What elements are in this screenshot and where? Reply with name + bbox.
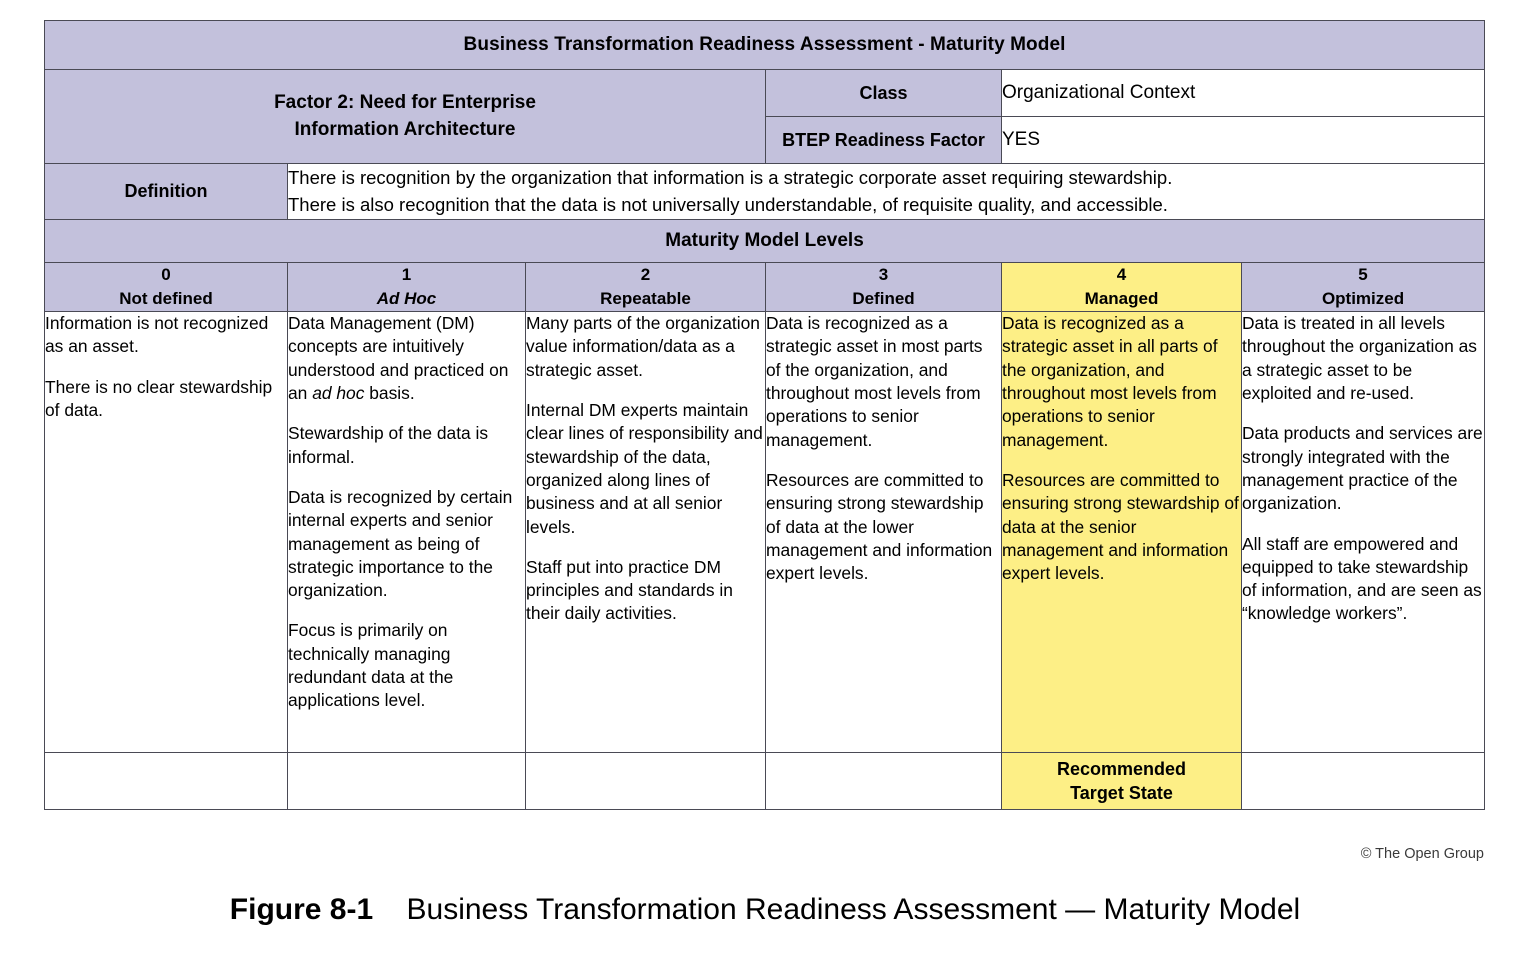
level-description-5: Data is treated in all levels throughout… <box>1240 311 1486 753</box>
maturity-model-table: Business Transformation Readiness Assess… <box>43 20 1486 810</box>
table-row-btep: BTEP Readiness Factor YES <box>45 116 1486 164</box>
level-number: 3 <box>878 264 889 284</box>
description-paragraph: Internal DM experts maintain clear lines… <box>526 399 763 537</box>
description-paragraph: Resources are committed to ensuring stro… <box>1002 469 1239 584</box>
level-name: Optimized <box>1321 288 1405 308</box>
btep-readiness-factor-value: YES <box>1000 116 1486 164</box>
description-paragraph: Many parts of the organization value inf… <box>526 313 760 380</box>
level-number: 1 <box>401 264 412 284</box>
table-row-factor-class: Factor 2: Need for Enterprise Informatio… <box>44 69 1486 164</box>
level-header-1: 1 Ad Hoc <box>287 261 526 313</box>
btep-readiness-factor-label: BTEP Readiness Factor <box>765 116 1002 164</box>
factor-title: Factor 2: Need for Enterprise Informatio… <box>44 69 766 164</box>
target-state-line-1: Recommended <box>1056 758 1187 779</box>
level-name: Defined <box>852 288 915 308</box>
level-name: Repeatable <box>600 288 691 308</box>
table-row-title: Business Transformation Readiness Assess… <box>43 20 1486 70</box>
maturity-model-levels-banner: Maturity Model Levels <box>43 218 1486 263</box>
figure-number: Figure 8-1 <box>229 893 374 926</box>
definition-line-1: There is recognition by the organization… <box>288 167 1173 188</box>
description-paragraph: Data is recognized as a strategic asset … <box>766 313 983 450</box>
latin-phrase: ad hoc <box>312 382 365 403</box>
factor-title-line-1: Factor 2: Need for Enterprise <box>274 92 536 114</box>
level-number: 4 <box>1116 264 1127 284</box>
description-paragraph: Information is not recognized as an asse… <box>45 313 269 357</box>
description-paragraph: Data is recognized by certain internal e… <box>288 486 513 601</box>
level-description-1: Data Management (DM) concepts are intuit… <box>287 311 526 753</box>
factor-title-line-2: Information Architecture <box>294 118 516 140</box>
maturity-model-figure: Business Transformation Readiness Assess… <box>43 20 1486 810</box>
level-number: 5 <box>1358 264 1368 284</box>
level-name: Managed <box>1084 288 1159 308</box>
definition-line-2: There is also recognition that the data … <box>288 194 1168 216</box>
description-paragraph: Stewardship of the data is informal. <box>288 423 489 467</box>
level-name: Ad Hoc <box>376 288 437 308</box>
description-paragraph: There is no clear stewardship of data. <box>45 376 273 420</box>
table-row-levels-banner: Maturity Model Levels <box>43 218 1486 263</box>
level-description-2: Many parts of the organization value inf… <box>525 311 766 753</box>
definition-text: There is recognition by the organization… <box>286 163 1486 220</box>
description-paragraph: Data is recognized as a strategic asset … <box>1002 313 1218 450</box>
figure-caption: Figure 8-1 Business Transformation Readi… <box>0 893 1530 927</box>
level-description-4: Data is recognized as a strategic asset … <box>1001 311 1242 753</box>
table-row-level-descriptions: Information is not recognized as an asse… <box>44 311 1486 753</box>
target-state-empty-1 <box>287 752 526 810</box>
target-state-empty-2 <box>525 752 766 810</box>
definition-label: Definition <box>44 163 288 220</box>
class-label: Class <box>765 69 1002 117</box>
figure-caption-spacer <box>382 893 399 926</box>
description-paragraph: Focus is primarily on technically managi… <box>288 620 454 711</box>
target-state-empty-3 <box>765 752 1002 810</box>
target-state-line-2: Target State <box>1070 783 1173 803</box>
level-description-3: Data is recognized as a strategic asset … <box>765 311 1002 753</box>
table-title: Business Transformation Readiness Assess… <box>43 20 1486 70</box>
description-paragraph: Data Management (DM) concepts are intuit… <box>288 313 509 403</box>
description-paragraph: All staff are empowered and equipped to … <box>1242 533 1482 624</box>
description-paragraph: Data is treated in all levels throughout… <box>1242 313 1477 403</box>
level-number: 2 <box>640 264 651 284</box>
description-paragraph: Resources are committed to ensuring stro… <box>766 469 993 584</box>
target-state-empty-5 <box>1240 752 1486 810</box>
copyright-credit: © The Open Group <box>1360 846 1484 862</box>
level-number: 0 <box>161 264 171 284</box>
target-state-empty-0 <box>44 752 288 810</box>
description-paragraph: Staff put into practice DM principles an… <box>526 556 733 624</box>
class-value: Organizational Context <box>1000 69 1486 117</box>
table-row-definition: Definition There is recognition by the o… <box>44 163 1486 220</box>
level-name: Not defined <box>119 288 213 308</box>
level-description-0: Information is not recognized as an asse… <box>44 311 288 753</box>
figure-caption-title: Business Transformation Readiness Assess… <box>406 893 1301 926</box>
description-paragraph: Data products and services are strongly … <box>1242 423 1483 514</box>
